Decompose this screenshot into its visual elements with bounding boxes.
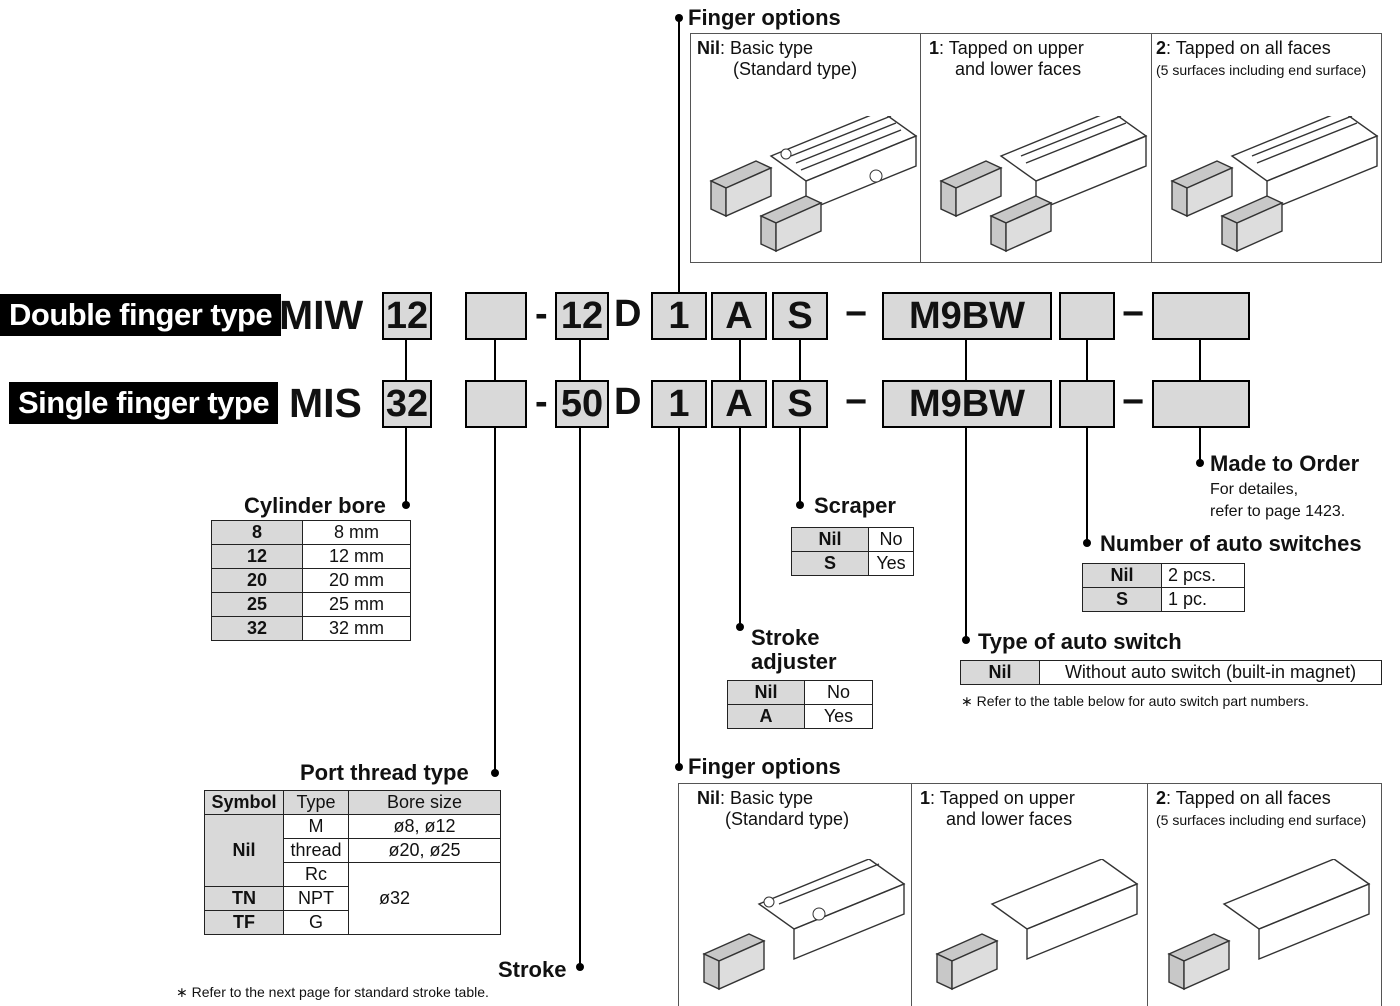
bore-box-single: 32 bbox=[382, 380, 432, 428]
finger-options-title-bottom: Finger options bbox=[688, 754, 841, 779]
port-box-double bbox=[465, 292, 527, 340]
finger-box-double: 1 bbox=[651, 292, 707, 340]
finger-double-tapped-upper-lower-illustration bbox=[939, 116, 1148, 253]
dash2-double: − bbox=[845, 293, 868, 335]
scraper-box-double: S bbox=[772, 292, 828, 340]
finger-option-2-single: 2: Tapped on all faces(5 surfaces includ… bbox=[1148, 784, 1383, 1006]
double-finger-type-label: Double finger type bbox=[0, 294, 282, 336]
finger-double-basic-illustration bbox=[709, 116, 918, 253]
stroke-box-double: 12 bbox=[555, 292, 609, 340]
stroke-adjuster-title-1: Stroke bbox=[751, 625, 820, 650]
mto-box-double bbox=[1152, 292, 1250, 340]
single-finger-type-label: Single finger type bbox=[9, 382, 279, 424]
switch-box-single: M9BW bbox=[882, 380, 1052, 428]
made-to-order-title: Made to Order bbox=[1210, 451, 1360, 476]
num-switch-box-double bbox=[1059, 292, 1115, 340]
finger-option-nil-single: Nil: Basic type(Standard type) bbox=[679, 784, 912, 1006]
finger-options-panel-top: Nil: Basic type(Standard type) 1: Tapped… bbox=[690, 33, 1382, 263]
switch-type-title: Type of auto switch bbox=[978, 629, 1182, 654]
stroke-adjuster-title-2: adjuster bbox=[751, 649, 837, 674]
finger-single-basic-illustration bbox=[702, 859, 906, 991]
finger-options-title-top: Finger options bbox=[688, 5, 841, 30]
num-switch-box-single bbox=[1059, 380, 1115, 428]
made-to-order-line2: refer to page 1423. bbox=[1210, 503, 1346, 520]
finger-single-tapped-upper-lower-illustration bbox=[935, 859, 1139, 991]
bore-box-double: 12 bbox=[382, 292, 432, 340]
d-letter-single: D bbox=[614, 381, 642, 423]
scraper-box-single: S bbox=[772, 380, 828, 428]
finger-option-nil: Nil: Basic type(Standard type) bbox=[691, 34, 921, 262]
adjuster-box-double: A bbox=[711, 292, 767, 340]
cylinder-bore-title: Cylinder bore bbox=[244, 493, 386, 518]
finger-single-tapped-all-faces-illustration bbox=[1167, 859, 1371, 991]
finger-option-2: 2: Tapped on all faces(5 surfaces includ… bbox=[1152, 34, 1383, 262]
dash2-single: − bbox=[845, 381, 868, 423]
finger-box-single: 1 bbox=[651, 380, 707, 428]
port-thread-title: Port thread type bbox=[300, 760, 469, 785]
stroke-box-single: 50 bbox=[555, 380, 609, 428]
port-box-single bbox=[465, 380, 527, 428]
made-to-order-line1: For detailes, bbox=[1210, 481, 1299, 498]
dash-double: - bbox=[535, 293, 548, 335]
d-letter-double: D bbox=[614, 293, 642, 335]
dash-single: - bbox=[535, 381, 548, 423]
finger-options-panel-bottom: Nil: Basic type(Standard type) 1: Tapped… bbox=[678, 783, 1382, 1006]
mto-box-single bbox=[1152, 380, 1250, 428]
series-miw: MIW bbox=[279, 292, 364, 338]
switch-box-double: M9BW bbox=[882, 292, 1052, 340]
stroke-note: ∗ Refer to the next page for standard st… bbox=[176, 984, 489, 1000]
num-switches-title: Number of auto switches bbox=[1100, 531, 1362, 556]
stroke-title: Stroke bbox=[498, 957, 567, 982]
switch-type-note: ∗ Refer to the table below for auto swit… bbox=[961, 693, 1309, 709]
adjuster-box-single: A bbox=[711, 380, 767, 428]
dash3-single: − bbox=[1122, 381, 1145, 423]
series-mis: MIS bbox=[289, 380, 362, 426]
dash3-double: − bbox=[1122, 293, 1145, 335]
scraper-title: Scraper bbox=[814, 493, 896, 518]
finger-double-tapped-all-faces-illustration bbox=[1170, 116, 1379, 253]
